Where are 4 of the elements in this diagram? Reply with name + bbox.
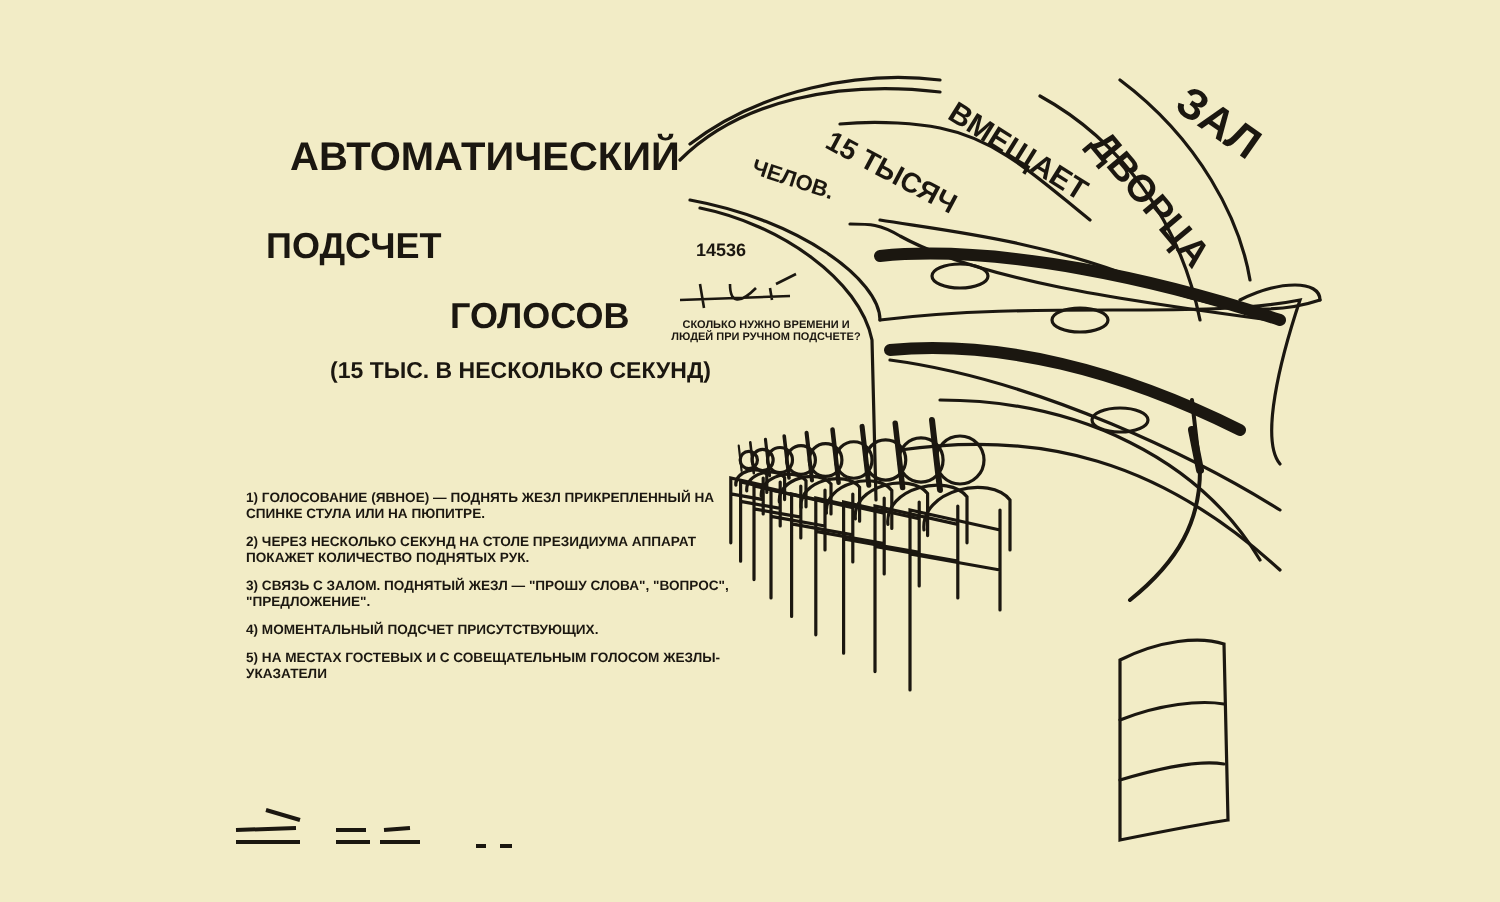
- vote-count: 14536: [696, 240, 749, 261]
- title: АВТОМАТИЧЕСКИЙ: [290, 136, 682, 182]
- title: ПОДСЧЕТ: [266, 226, 444, 268]
- subtitle: (15 ТЫС. В НЕСКОЛЬКО СЕКУНД): [330, 360, 714, 387]
